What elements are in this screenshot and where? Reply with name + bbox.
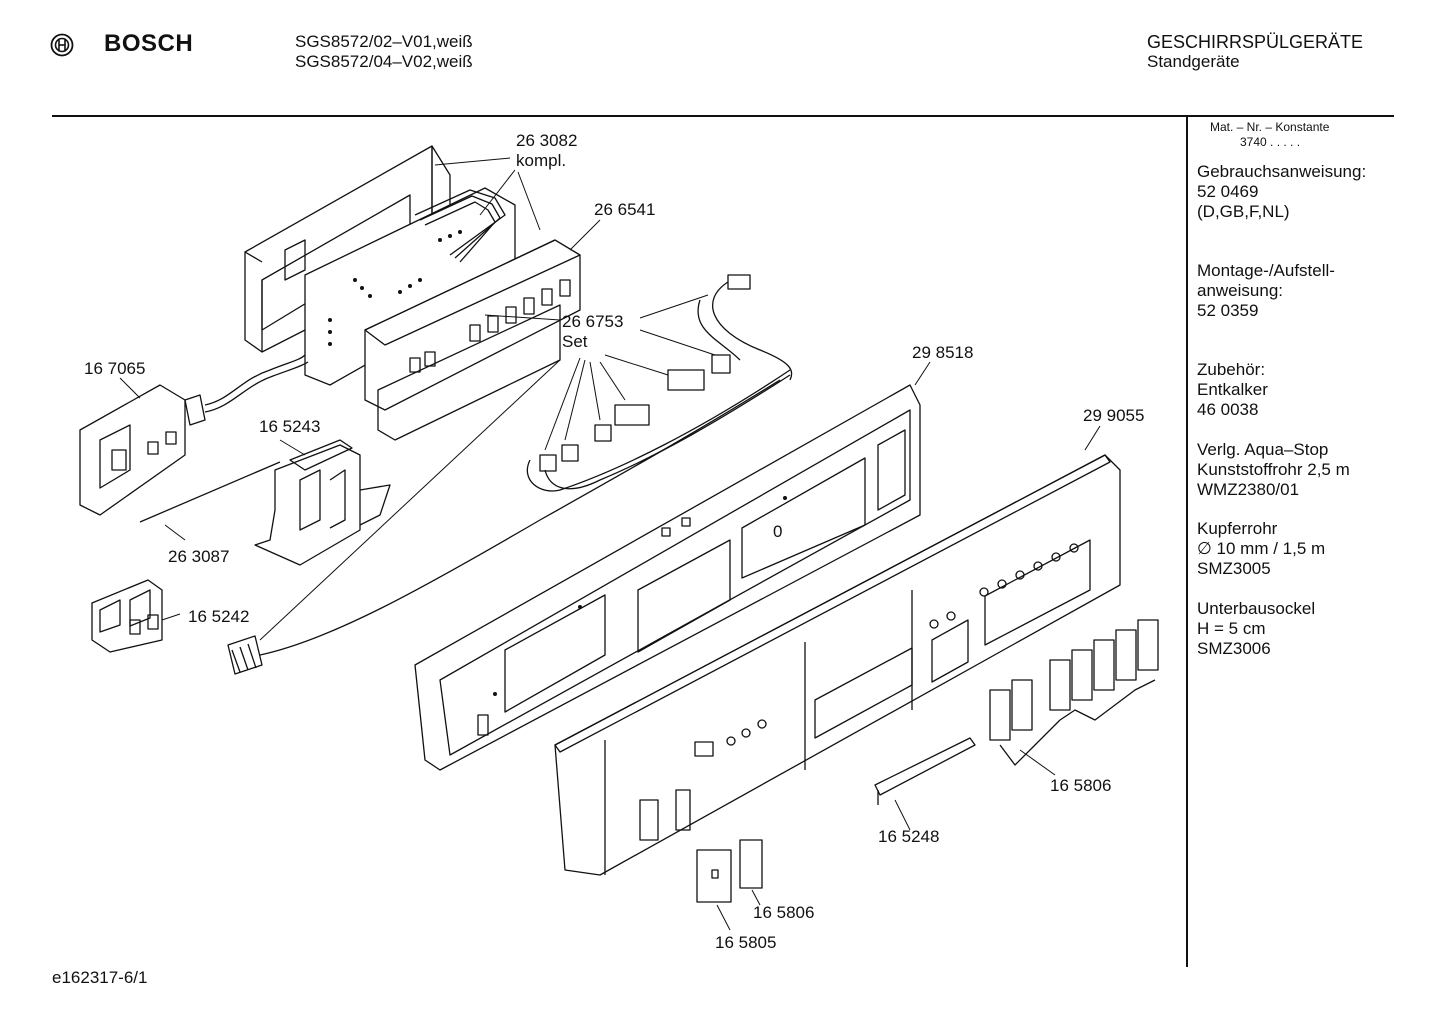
sidebar-line: (D,GB,F,NL) [1197,202,1290,221]
part-label-165806-right: 16 5806 [1050,776,1112,795]
sidebar-line: Unterbausockel [1197,599,1316,618]
sidebar-line: 46 0038 [1197,400,1259,419]
part-label-266753: 26 6753 [562,312,624,331]
rod-part [139,461,281,523]
exploded-view-drawing [79,145,1159,931]
display-module-part [79,354,309,516]
mat-nr-header: Mat. – Nr. – Konstante [1210,120,1330,134]
sidebar-line: 52 0469 [1197,182,1259,201]
sidebar-block-manual: Gebrauchsanweisung: 52 0469 (D,GB,F,NL) [1197,162,1366,222]
part-label-298518: 29 8518 [912,343,974,362]
sidebar-line: WMZ2380/01 [1197,480,1300,499]
switch-module-part [364,239,581,441]
switch-part [91,579,163,653]
sidebar-block-copper-pipe: Kupferrohr ∅ 10 mm / 1,5 m SMZ3005 [1197,519,1325,579]
part-label-299055: 29 9055 [1083,406,1145,425]
inner-panel-frame-part [414,384,921,771]
sidebar-line: ∅ 10 mm / 1,5 m [1197,539,1326,558]
sidebar-block-aquastop: Verlg. Aqua–Stop Kunststoffrohr 2,5 m WM… [1197,440,1350,500]
part-label-263082-note: kompl. [516,151,567,170]
part-label-266541: 26 6541 [594,200,656,219]
header-divider [52,115,1394,117]
part-label-165805: 16 5805 [715,933,777,952]
cover-strip-part [874,737,976,805]
part-label-165806-bottom: 16 5806 [753,903,815,922]
part-label-167065: 16 7065 [84,359,146,378]
sidebar-line: anweisung: [1197,281,1284,300]
bosch-logo-icon [50,33,74,57]
sidebar-line: Entkalker [1197,380,1268,399]
part-label-165243: 16 5243 [259,417,321,436]
push-buttons-bottom-part [696,839,763,903]
sidebar-block-accessories: Zubehör: Entkalker 46 0038 [1197,360,1268,420]
plug-part [227,379,781,675]
push-buttons-right-part [989,619,1159,766]
sidebar-line: Verlg. Aqua–Stop [1197,440,1329,459]
sidebar-line: SMZ3005 [1197,559,1271,578]
sidebar-line: 52 0359 [1197,301,1259,320]
brand-name: BOSCH [104,30,194,57]
part-label-263082: 26 3082 [516,131,578,150]
sidebar-block-installation: Montage-/Aufstell- anweisung: 52 0359 [1197,261,1335,321]
sidebar-line: H = 5 cm [1197,619,1266,638]
part-label-266753-note: Set [562,332,588,351]
subcategory-title: Standgeräte [1147,52,1240,71]
sidebar-divider [1186,117,1188,967]
category-title: GESCHIRRSPÜLGERÄTE [1147,32,1364,52]
connector-set-part [526,274,793,492]
sidebar-line: Gebrauchsanweisung: [1197,162,1367,181]
sidebar-line: Kunststoffrohr 2,5 m [1197,460,1350,479]
drawing-code: e162317-6/1 [52,968,148,987]
sidebar-block-plinth: Unterbausockel H = 5 cm SMZ3006 [1197,599,1315,659]
model-line-2: SGS8572/04–V02,weiß [295,52,473,71]
leader-lines [119,157,1101,931]
part-label-165242: 16 5242 [188,607,250,626]
frame-zero-mark: 0 [773,522,783,541]
sidebar-line: SMZ3006 [1197,639,1271,658]
part-label-165248: 16 5248 [878,827,940,846]
front-panel-part [554,454,1121,876]
part-label-263087: 26 3087 [168,547,230,566]
mat-nr-value: 3740 . . . . . [1240,135,1301,149]
bracket-part [254,439,391,566]
sidebar-line: Montage-/Aufstell- [1197,261,1335,280]
model-line-1: SGS8572/02–V01,weiß [295,32,473,51]
sidebar-line: Kupferrohr [1197,519,1278,538]
sidebar-line: Zubehör: [1197,360,1266,379]
